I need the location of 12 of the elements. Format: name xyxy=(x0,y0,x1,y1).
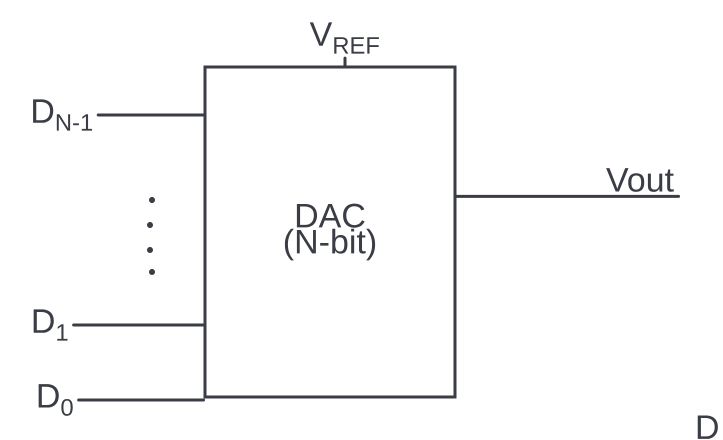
wire xyxy=(96,114,205,116)
wire xyxy=(344,56,346,67)
pin-label: D$_{0}$ xyxy=(38,384,73,416)
wire xyxy=(455,194,680,198)
wire xyxy=(72,324,205,326)
pin-label: D$_{N-1}$ xyxy=(33,99,92,131)
dac-block: DAC (N-bit) xyxy=(204,66,456,398)
pin-label: D xyxy=(698,416,718,439)
pin-label: V$_{REF}$ xyxy=(310,22,379,54)
pin-label: D$_{1}$ xyxy=(34,309,68,341)
wire xyxy=(77,398,205,402)
pin-label: Vout xyxy=(606,168,674,192)
